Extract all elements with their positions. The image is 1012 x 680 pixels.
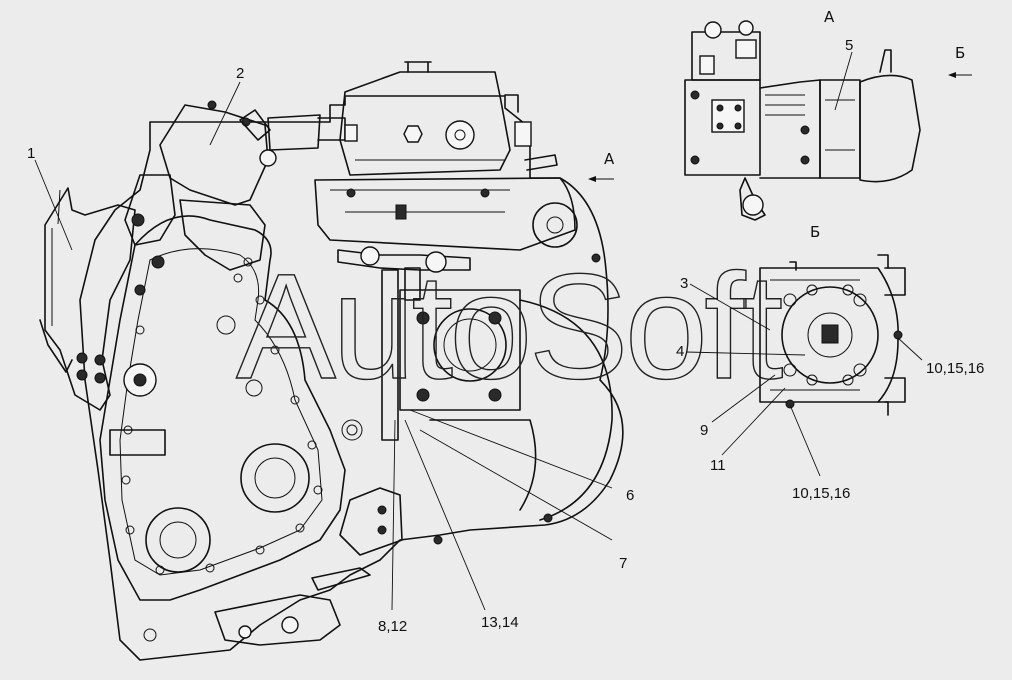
leader-lines [34,51,923,611]
callout-9: 9 [700,422,708,439]
lower-sprocket [145,507,211,573]
callout-13-14: 13,14 [481,614,519,631]
callout-1: 1 [27,145,35,162]
callout-labels: 1 2 3 4 5 6 7 8,12 9 10,15,16 10,15,16 1… [27,37,984,635]
svg-text:Б: Б [955,44,965,62]
callout-6: 6 [626,487,634,504]
view-a-direction-arrow: А [588,150,615,182]
view-a-title: А [824,8,835,26]
main-assembly-view [39,61,624,661]
callout-4: 4 [676,343,684,360]
callout-8-12: 8,12 [378,618,407,635]
callout-5: 5 [845,37,853,54]
callout-2: 2 [236,65,244,82]
view-b-detail: Б [759,223,906,416]
callout-7: 7 [619,555,627,572]
left-bracket [44,187,136,411]
watermark: AutoSoft [236,242,783,410]
view-a-detail: А [684,8,921,221]
upper-sprocket [240,443,310,513]
callout-10-15-16-bottom: 10,15,16 [792,485,850,502]
chain-case [99,215,346,601]
pump-block [159,104,269,206]
svg-text:А: А [604,150,615,168]
drive-flange [399,289,521,411]
view-b-direction-arrow: Б [948,44,972,78]
callout-3: 3 [680,275,688,292]
callout-10-15-16-right: 10,15,16 [926,360,984,377]
callout-11: 11 [710,457,726,474]
top-cover [339,71,511,176]
view-b-title: Б [810,223,820,241]
